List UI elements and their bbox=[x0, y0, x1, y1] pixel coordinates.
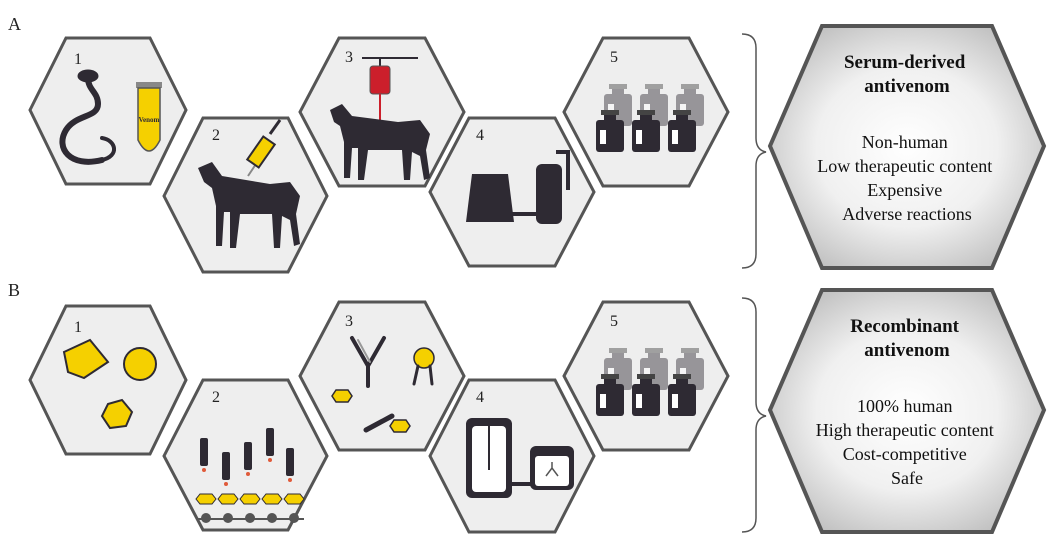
step-number: 4 bbox=[476, 389, 484, 406]
venom-tube-icon: Venom bbox=[136, 82, 162, 151]
venom-label: Venom bbox=[139, 116, 160, 124]
step-number: 5 bbox=[610, 49, 618, 66]
panel-a-step-2: 2 bbox=[164, 118, 327, 272]
panel-a-step-5: 5 bbox=[564, 38, 728, 186]
vials-icon bbox=[596, 84, 704, 152]
panel-a-step-4: 4 bbox=[430, 118, 594, 266]
step-number: 1 bbox=[74, 51, 82, 68]
panel-a-step-1: 1 Venom bbox=[30, 38, 186, 184]
step-number: 2 bbox=[212, 127, 220, 144]
step-number: 5 bbox=[610, 313, 618, 330]
step-number: 4 bbox=[476, 127, 484, 144]
panel-a-step-3: 3 bbox=[300, 38, 464, 186]
panel-b-label: B bbox=[8, 280, 20, 300]
step-number: 3 bbox=[345, 313, 353, 330]
panel-b-step-4: 4 bbox=[430, 380, 594, 532]
panel-a-label: A bbox=[8, 14, 21, 34]
step-number: 2 bbox=[212, 389, 220, 406]
summary-recombinant: Recombinant antivenom 100% human High th… bbox=[770, 290, 1044, 532]
step-number: 1 bbox=[74, 319, 82, 336]
panel-b-step-1: 1 bbox=[30, 306, 186, 454]
panel-b-step-5: 5 bbox=[564, 302, 728, 450]
summary-serum-derived: Serum-derived antivenom Non-human Low th… bbox=[770, 26, 1044, 268]
brace-b bbox=[742, 298, 766, 532]
vials-icon bbox=[596, 348, 704, 416]
panel-b-step-3: 3 bbox=[300, 302, 464, 450]
panel-b-step-2: 2 bbox=[164, 380, 327, 530]
brace-a bbox=[742, 34, 766, 268]
step-number: 3 bbox=[345, 49, 353, 66]
